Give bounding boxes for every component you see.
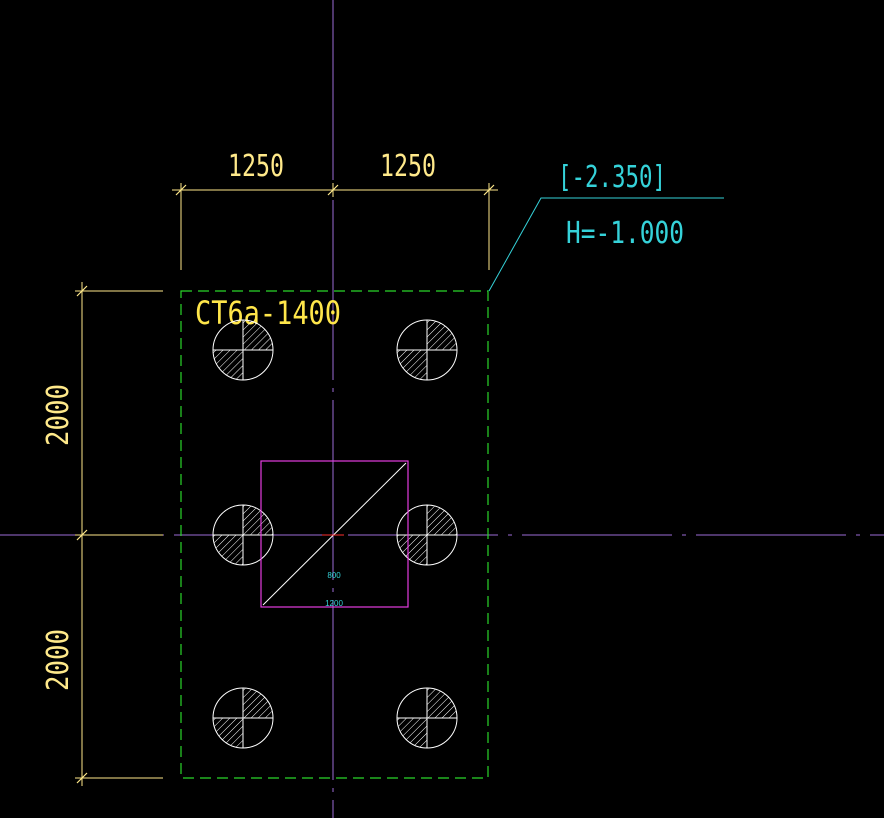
column-outline (260, 460, 409, 608)
pile-top-left (212, 319, 274, 381)
dimension-top-right: 1250 (380, 149, 436, 184)
piles (212, 319, 458, 749)
elevation-top-value: [-2.350] (558, 160, 666, 195)
column-width-label: 800 (327, 571, 341, 580)
elevation-height-value: H=-1.000 (566, 216, 684, 251)
column: 800 1200 (260, 460, 409, 608)
dimension-left-lower: 2000 (41, 629, 76, 691)
column-diagonal (262, 462, 407, 606)
top-dimension: 1250 1250 (172, 149, 498, 270)
dimension-left-upper: 2000 (41, 384, 76, 446)
dimension-top-left: 1250 (228, 149, 284, 184)
foundation-label: CT6a-1400 (195, 294, 341, 332)
pile-bottom-right (396, 687, 458, 749)
elevation-tag: [-2.350] H=-1.000 (488, 160, 724, 292)
pile-mid-right (396, 504, 458, 566)
pile-bottom-left (212, 687, 274, 749)
column-depth-label: 1200 (325, 599, 343, 608)
left-dimension: 2000 2000 (41, 282, 163, 786)
pile-cap-outline (180, 290, 489, 779)
pile-mid-left (212, 504, 274, 566)
pile-top-right (396, 319, 458, 381)
